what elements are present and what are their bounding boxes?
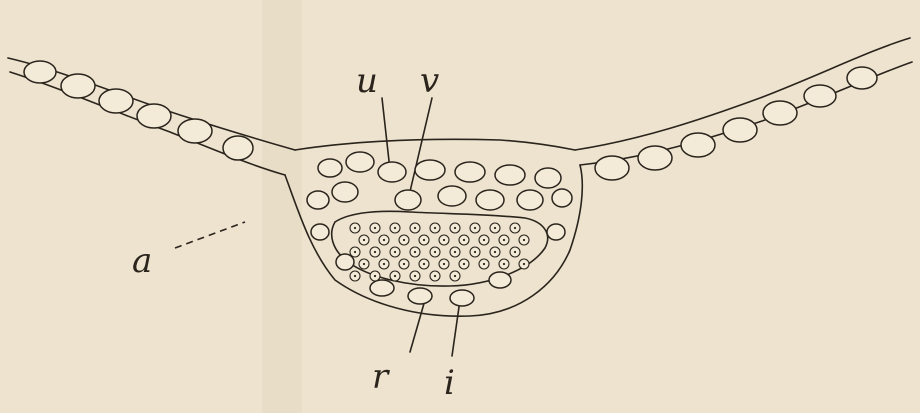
vascular-cell-nucleus: [454, 251, 456, 253]
vascular-cell-nucleus: [434, 275, 436, 277]
midrib-outline: [285, 165, 582, 316]
vascular-cell-nucleus: [434, 251, 436, 253]
vascular-cell-nucleus: [374, 275, 376, 277]
label-u-leader: [382, 98, 390, 170]
vascular-cell-nucleus: [523, 239, 525, 241]
midrib-cell: [378, 162, 406, 182]
vascular-cell-nucleus: [394, 275, 396, 277]
vascular-cell-nucleus: [354, 227, 356, 229]
label-i-leader: [452, 300, 460, 356]
vascular-cell-nucleus: [503, 239, 505, 241]
midrib-cell: [346, 152, 374, 172]
vascular-cell-nucleus: [414, 275, 416, 277]
vascular-cell-nucleus: [454, 275, 456, 277]
midrib-cell: [552, 189, 572, 207]
midrib-cell: [415, 160, 445, 180]
vascular-cell-nucleus: [523, 263, 525, 265]
midrib-cell: [438, 186, 466, 206]
label-a-leader: [175, 222, 245, 248]
vascular-cell-nucleus: [443, 239, 445, 241]
vascular-cell-nucleus: [463, 263, 465, 265]
midrib-cell: [517, 190, 543, 210]
midrib-top: [295, 139, 575, 150]
blade-cell: [847, 67, 877, 89]
vascular-cell-nucleus: [354, 251, 356, 253]
vascular-cell-nucleus: [503, 263, 505, 265]
blade-cell: [804, 85, 836, 107]
midrib-cell: [408, 288, 432, 304]
vascular-cell-nucleus: [383, 239, 385, 241]
blade-cell: [223, 136, 253, 160]
label-u: u: [356, 61, 378, 101]
label-i: i: [444, 363, 455, 403]
midrib-cell: [495, 165, 525, 185]
vascular-cell-nucleus: [474, 251, 476, 253]
label-r-leader: [410, 300, 425, 352]
midrib-cell: [476, 190, 504, 210]
blade-cell: [137, 104, 171, 128]
label-v: v: [420, 61, 439, 101]
vascular-cell-nucleus: [363, 263, 365, 265]
vascular-cell-nucleus: [354, 275, 356, 277]
vascular-cell-nucleus: [403, 263, 405, 265]
vascular-cell-nucleus: [483, 239, 485, 241]
vascular-cell-nucleus: [423, 239, 425, 241]
vascular-cell-nucleus: [494, 251, 496, 253]
vascular-cell-nucleus: [394, 251, 396, 253]
midrib-cell: [395, 190, 421, 210]
vascular-cell-nucleus: [394, 227, 396, 229]
midrib-cell: [370, 280, 394, 296]
midrib-cell: [307, 191, 329, 209]
label-r: r: [372, 357, 390, 397]
vascular-cell-nucleus: [414, 227, 416, 229]
midrib-cell: [332, 182, 358, 202]
midrib-cell: [450, 290, 474, 306]
vascular-cell-nucleus: [434, 227, 436, 229]
blade-cell: [638, 146, 672, 170]
vascular-cell-nucleus: [514, 251, 516, 253]
midrib-cell: [547, 224, 565, 240]
midrib-cell: [311, 224, 329, 240]
blade-cell: [595, 156, 629, 180]
vascular-cell-nucleus: [494, 227, 496, 229]
midrib-cell: [455, 162, 485, 182]
vascular-cell-nucleus: [463, 239, 465, 241]
midrib-cell: [318, 159, 342, 177]
vascular-cell-nucleus: [374, 251, 376, 253]
vascular-cell-nucleus: [414, 251, 416, 253]
vascular-cell-nucleus: [514, 227, 516, 229]
blade-cell: [24, 61, 56, 83]
vascular-cell-nucleus: [403, 239, 405, 241]
midrib-cell: [535, 168, 561, 188]
vascular-cell-nucleus: [363, 239, 365, 241]
midrib-cell: [336, 254, 354, 270]
vascular-cell-nucleus: [454, 227, 456, 229]
vascular-cell-nucleus: [383, 263, 385, 265]
vascular-cell-nucleus: [483, 263, 485, 265]
vascular-cell-nucleus: [443, 263, 445, 265]
blade-cell: [61, 74, 95, 98]
vascular-cell-nucleus: [374, 227, 376, 229]
midrib-cell: [489, 272, 511, 288]
blade-cell: [763, 101, 797, 125]
label-a: a: [132, 241, 152, 281]
blade-cell: [681, 133, 715, 157]
blade-cell: [99, 89, 133, 113]
vascular-cell-nucleus: [423, 263, 425, 265]
label-v-leader: [408, 98, 432, 200]
blade-cell: [178, 119, 212, 143]
vascular-cell-nucleus: [474, 227, 476, 229]
blade-cell: [723, 118, 757, 142]
